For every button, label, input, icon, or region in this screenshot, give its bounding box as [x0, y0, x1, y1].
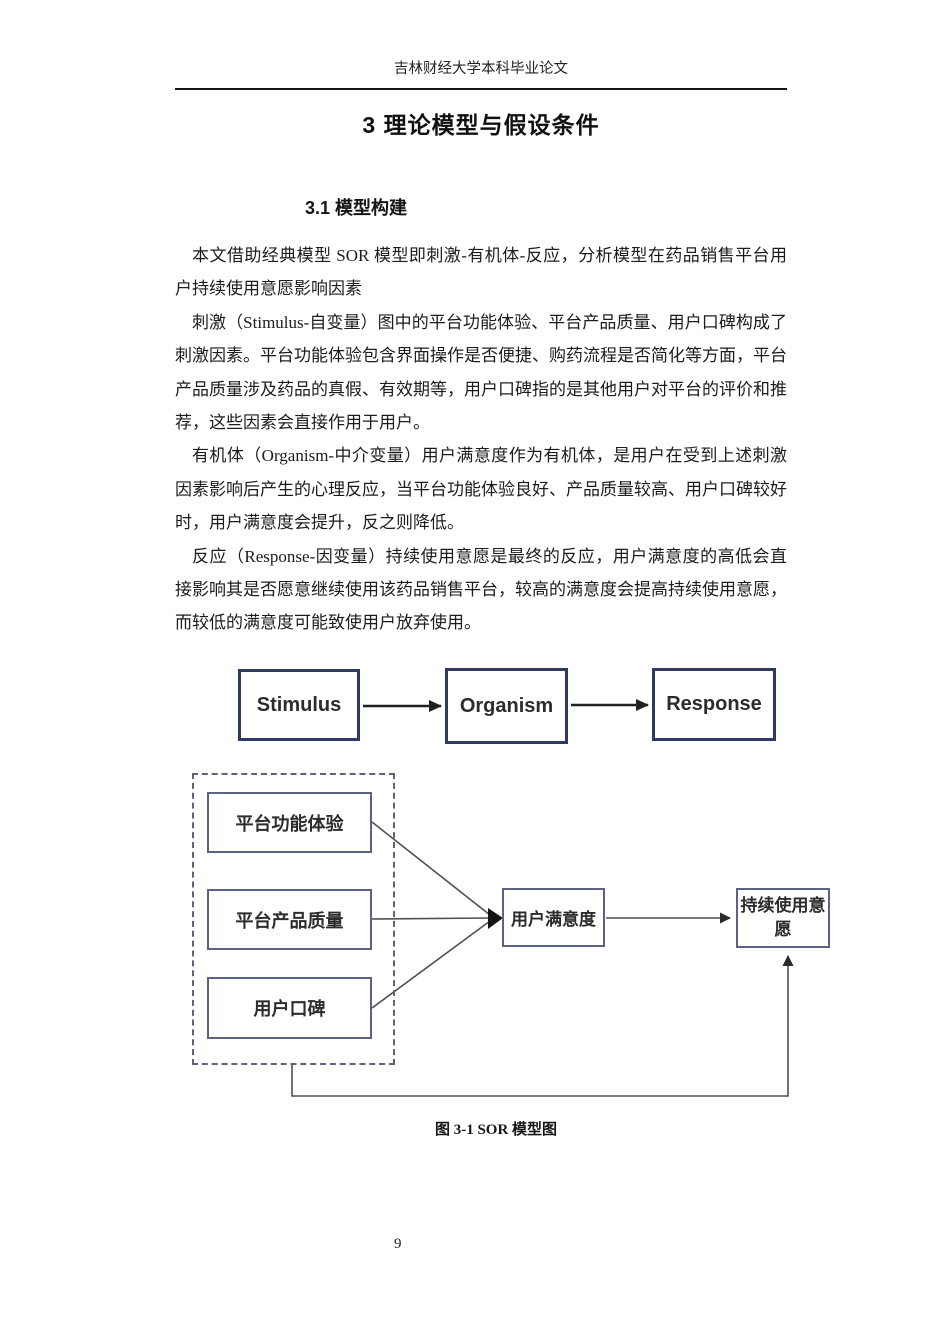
paragraph: 有机体（Organism-中介变量）用户满意度作为有机体，是用户在受到上述刺激因…: [175, 446, 787, 533]
paragraph: 反应（Response-因变量）持续使用意愿是最终的反应，用户满意度的高低会直接…: [175, 546, 787, 633]
mediator-box: 用户满意度: [502, 888, 605, 947]
organism-box: Organism: [445, 668, 568, 744]
section-heading: 3.1 模型构建: [305, 198, 408, 218]
outcome-box: 持续使用意愿: [736, 888, 830, 948]
paragraph: 刺激（Stimulus-自变量）图中的平台功能体验、平台产品质量、用户口碑构成了…: [175, 312, 787, 433]
stimulus-box: Stimulus: [238, 669, 360, 741]
chapter-title: 3 理论模型与假设条件: [362, 112, 600, 138]
page-number: 9: [394, 1236, 402, 1252]
header-text: 吉林财经大学本科毕业论文: [394, 61, 568, 77]
stimulus-factors-frame: [192, 773, 395, 1065]
paragraph: 本文借助经典模型 SOR 模型即刺激-有机体-反应，分析模型在药品销售平台用户持…: [175, 246, 787, 299]
response-box: Response: [652, 668, 776, 741]
factor-box-platform-function: 平台功能体验: [207, 792, 372, 853]
body-text: 本文借助经典模型 SOR 模型即刺激-有机体-反应，分析模型在药品销售平台用户持…: [175, 239, 787, 640]
figure-caption: 图 3-1 SOR 模型图: [434, 1122, 558, 1138]
factor-box-word-of-mouth: 用户口碑: [207, 977, 372, 1039]
factor-box-product-quality: 平台产品质量: [207, 889, 372, 950]
page-header: 吉林财经大学本科毕业论文: [175, 58, 787, 90]
